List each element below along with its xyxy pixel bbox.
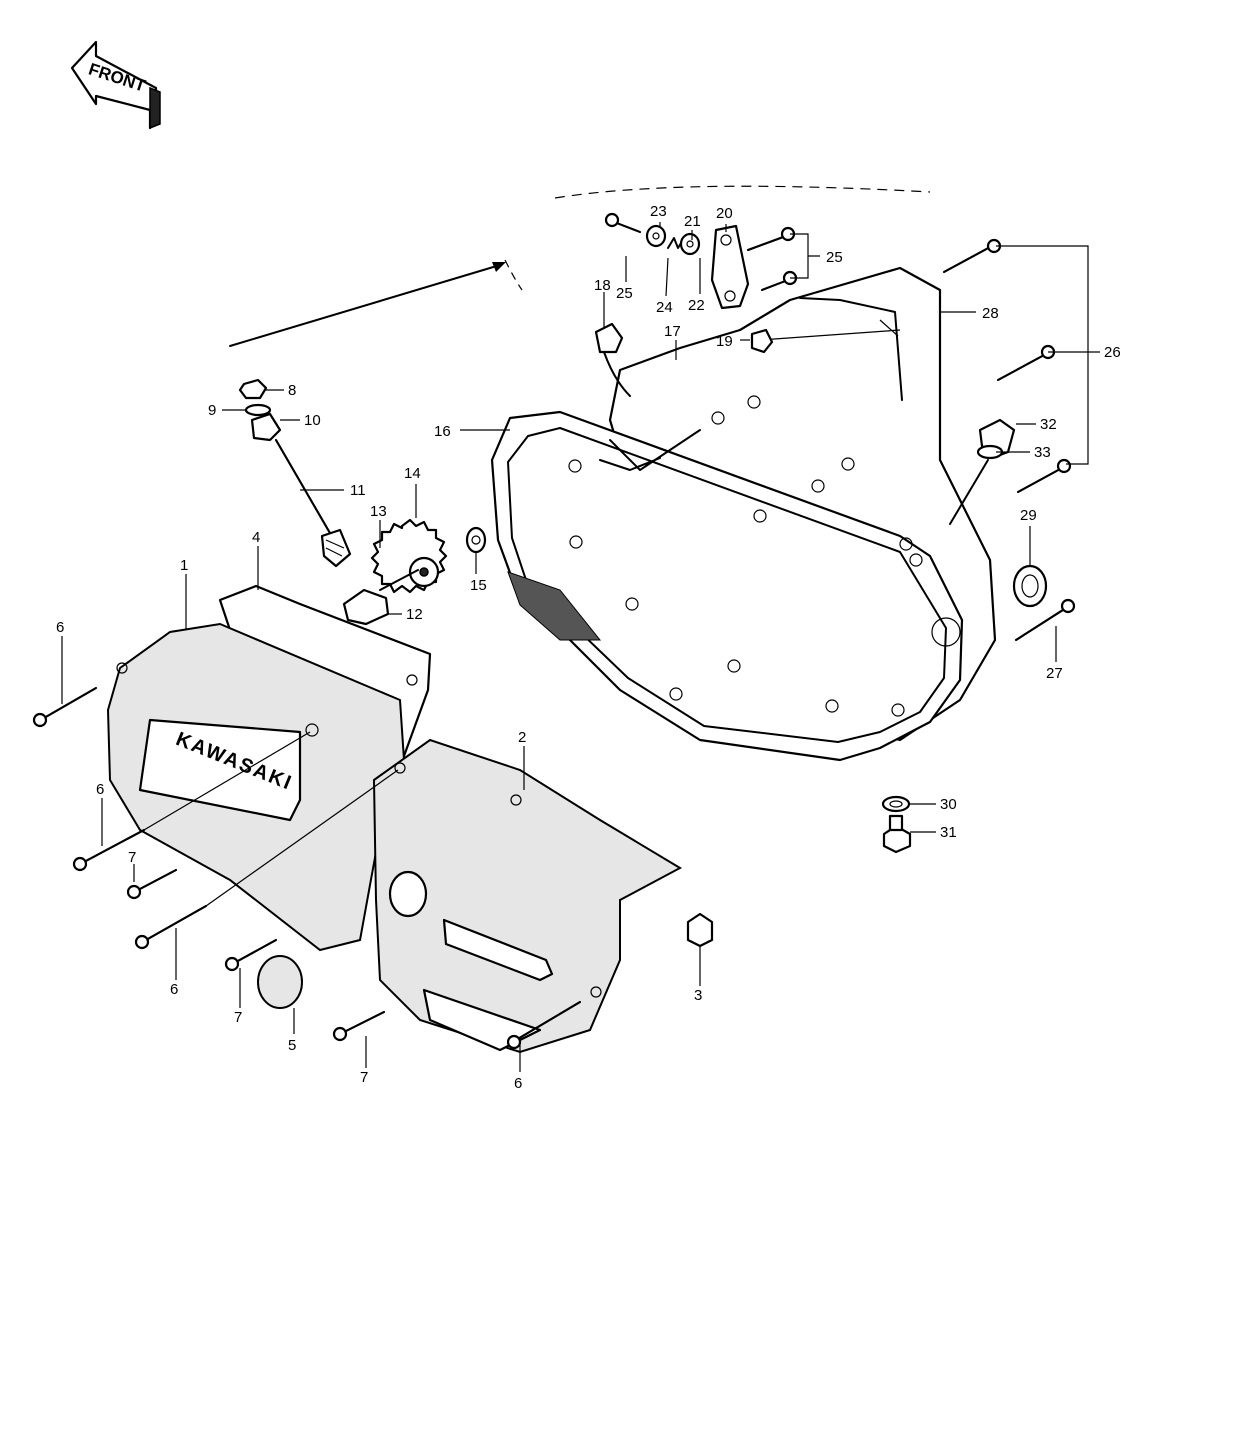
- grommet-3: [686, 912, 714, 948]
- bolt-7-b: [224, 939, 277, 972]
- bolt-27: [1015, 598, 1076, 641]
- gear-14: [370, 518, 448, 594]
- callout-15: 15: [470, 577, 487, 594]
- callout-24: 24: [656, 299, 673, 316]
- bolts-26: [943, 238, 1072, 493]
- callout-17: 17: [664, 323, 681, 340]
- sleeve-12: [342, 569, 419, 626]
- callout-20: 20: [716, 205, 733, 222]
- bolt-7-a: [126, 869, 177, 900]
- pinion-shaft-11: [275, 439, 352, 568]
- callout-14: 14: [404, 465, 421, 482]
- right-cover-2: [372, 738, 683, 1054]
- callout-25-b: 25: [826, 249, 843, 266]
- washer-30: [881, 795, 911, 813]
- left-cover-1: KAWASAKI: [106, 622, 406, 952]
- callout-26: 26: [1104, 344, 1121, 361]
- dipstick-32: [949, 418, 1016, 525]
- bolt-6-d: [506, 1001, 581, 1050]
- washer-21: [679, 232, 701, 256]
- callout-4: 4: [252, 529, 260, 546]
- callout-6-d: 6: [514, 1075, 522, 1092]
- callout-30: 30: [940, 796, 957, 813]
- callout-7-c: 7: [360, 1069, 368, 1086]
- plate-20: [710, 224, 750, 310]
- gasket-16: [490, 395, 964, 762]
- direction-arrow: [229, 262, 506, 347]
- callout-12: 12: [406, 606, 423, 623]
- bolts-25-right: [747, 226, 798, 291]
- reference-arc: [554, 185, 931, 199]
- callout-28: 28: [982, 305, 999, 322]
- callout-16: 16: [434, 423, 451, 440]
- callout-18: 18: [594, 277, 611, 294]
- callout-32: 32: [1040, 416, 1057, 433]
- drain-plug-31: [882, 814, 912, 854]
- callout-11: 11: [350, 482, 366, 499]
- washer-9: [244, 403, 272, 417]
- leader-lines: [61, 222, 1100, 1072]
- callout-19: 19: [716, 333, 733, 350]
- callout-3: 3: [694, 987, 702, 1004]
- callout-23: 23: [650, 203, 667, 220]
- callout-labels: 1 2 3 4 5 6 6 6 6 7 7 7 8 9 10 11 12 13 …: [56, 203, 1121, 1092]
- callout-27: 27: [1046, 665, 1063, 682]
- callout-9: 9: [208, 402, 216, 419]
- alignment-lines: [143, 731, 399, 907]
- callout-25-a: 25: [616, 285, 633, 302]
- callout-6-b: 6: [96, 781, 104, 798]
- callout-6-c: 6: [170, 981, 178, 998]
- callout-31: 31: [940, 824, 957, 841]
- bolt-7-c: [332, 1011, 385, 1042]
- callout-33: 33: [1034, 444, 1051, 461]
- callout-7-a: 7: [128, 849, 136, 866]
- callout-7-b: 7: [234, 1009, 242, 1026]
- oil-seal-29: [1012, 564, 1048, 608]
- bushing-10: [250, 412, 282, 442]
- callout-29: 29: [1020, 507, 1037, 524]
- bolt-6-b: [72, 829, 145, 872]
- cap-8: [238, 378, 268, 400]
- callout-8: 8: [288, 382, 296, 399]
- callout-1: 1: [180, 557, 188, 574]
- cap-5: [257, 955, 303, 1009]
- grommet-18: [594, 322, 631, 397]
- bolt-25-left: [604, 212, 641, 233]
- washer-15: [465, 526, 487, 554]
- callout-22: 22: [688, 297, 705, 314]
- callout-2: 2: [518, 729, 526, 746]
- washer-23: [645, 224, 667, 248]
- reference-dash: [504, 259, 523, 291]
- front-arrow-badge: FRONT: [70, 40, 161, 130]
- grommet-19: [750, 328, 774, 354]
- bolt-6-c: [134, 905, 207, 950]
- bolt-6-a: [32, 687, 97, 728]
- callout-6-a: 6: [56, 619, 64, 636]
- callout-5: 5: [288, 1037, 296, 1054]
- callout-21: 21: [684, 213, 701, 230]
- callout-10: 10: [304, 412, 321, 429]
- gasket-shaded-area: [507, 571, 602, 641]
- callout-13: 13: [370, 503, 387, 520]
